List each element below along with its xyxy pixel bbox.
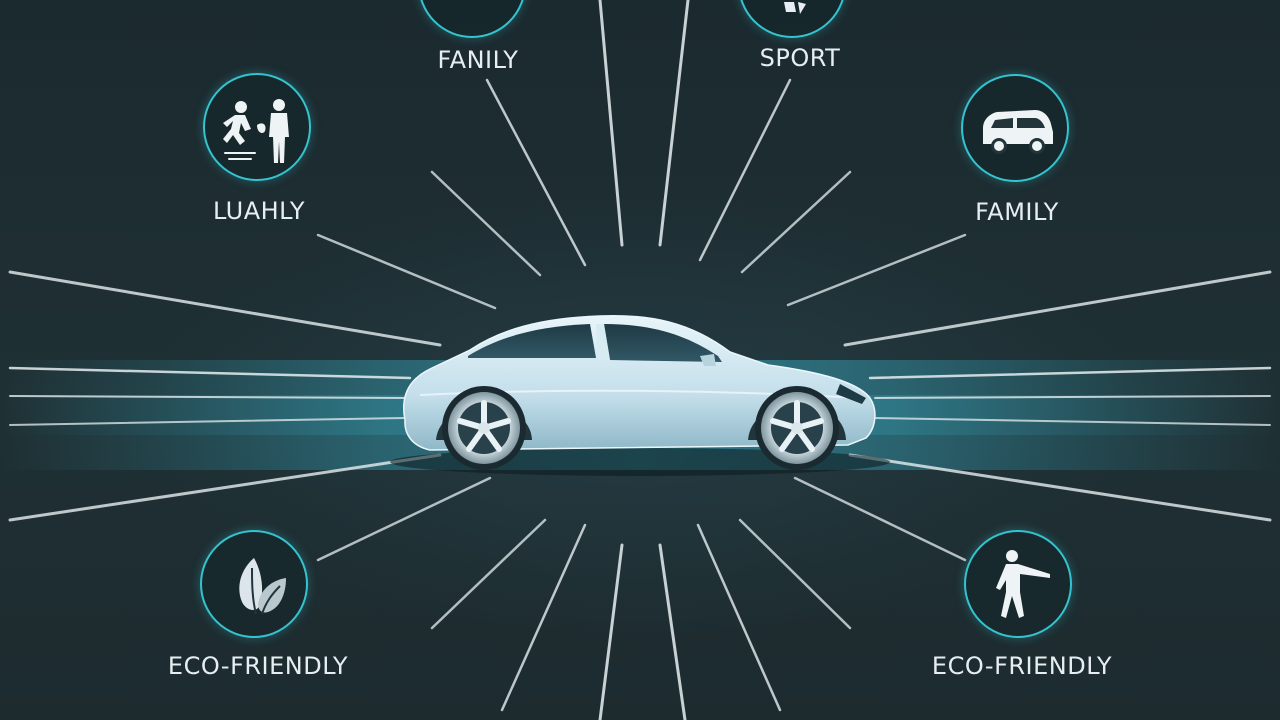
rear-wheel [442,386,526,470]
mode-badge [738,0,846,38]
mode-label: ECO-FRIENDLY [931,652,1113,680]
mode-badge [200,530,308,638]
mode-badge [418,0,526,38]
mode-badge [961,74,1069,182]
car-illustration [390,314,890,476]
mode-label: LUAHLY [212,197,306,225]
light-rays [8,0,1272,720]
mode-label: ECO-FRIENDLY [167,652,349,680]
van-icon [983,110,1053,154]
mode-badge [203,73,311,181]
sport-icon [784,2,806,14]
front-wheel [755,386,839,470]
leaf-icon [239,558,286,615]
mode-label: FAMILY [975,198,1059,226]
mode-label: SPORT [759,44,841,72]
people-icon [223,99,289,163]
mode-label: FANILY [437,46,519,74]
mode-badge [964,530,1072,638]
pointing-person-icon [996,550,1050,618]
partial-circle-icon [420,0,528,40]
